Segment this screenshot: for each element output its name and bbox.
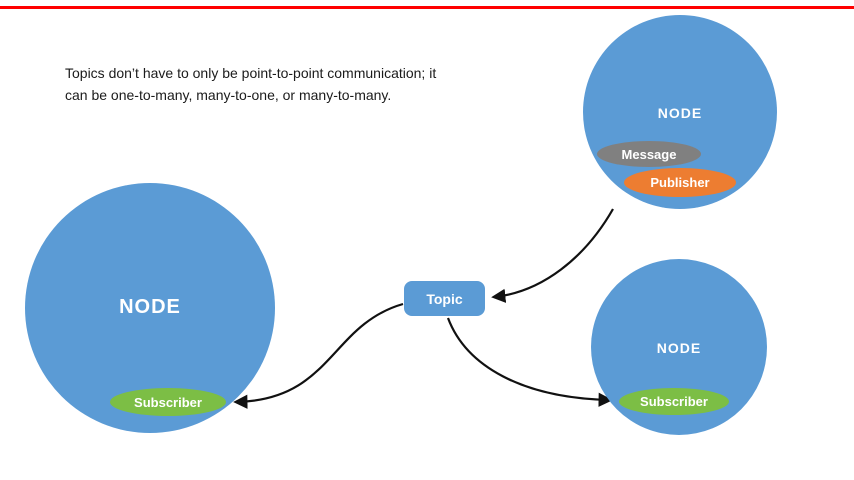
slide-caption: Topics don’t have to only be point-to-po… — [65, 62, 505, 106]
message-pill: Message — [597, 141, 701, 167]
node-label-left: NODE — [119, 296, 181, 318]
caption-line-2: can be one-to-many, many-to-one, or many… — [65, 87, 392, 103]
node-label-bottom-right: NODE — [656, 340, 702, 356]
publisher-pill: Publisher — [624, 168, 736, 197]
caption-line-1: Topics don’t have to only be point-to-po… — [65, 65, 437, 81]
arrow-topic-to-bottomright-subscriber — [446, 317, 613, 407]
node-label-top-right: NODE — [657, 105, 703, 121]
arrow-publisher-to-topic — [491, 208, 614, 303]
topic-box: Topic — [404, 281, 485, 316]
subscriber-pill-bottom-right: Subscriber — [619, 388, 729, 415]
top-red-line — [0, 6, 854, 9]
subscriber-pill-left: Subscriber — [110, 388, 226, 416]
